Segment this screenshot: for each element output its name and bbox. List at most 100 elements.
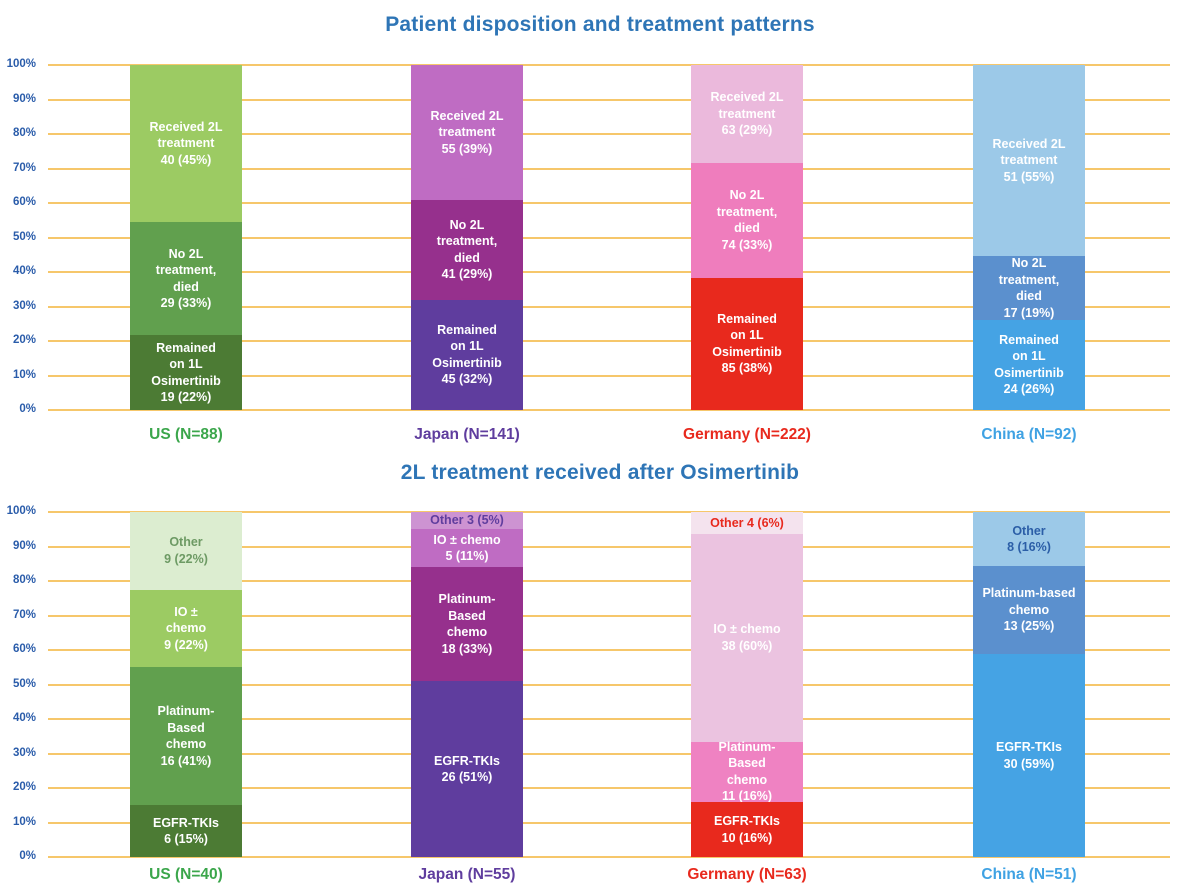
segment-label-line: 63 (29%) [721, 123, 773, 138]
y-axis-tick-label: 30% [12, 299, 36, 312]
segment-label-line: 38 (60%) [721, 638, 773, 653]
gridline-20% [48, 340, 1170, 342]
x-axis-category-label: Japan (N=141) [414, 426, 520, 443]
gridline-70% [48, 614, 1170, 617]
y-axis-tick-label: 90% [12, 539, 36, 552]
y-axis-tick-label: 60% [12, 196, 36, 208]
y-axis-tick-label: 80% [12, 574, 36, 586]
segment-label-line: Other [169, 535, 203, 550]
segment-label-line: treatment [1000, 153, 1058, 168]
segment-label-line: Platinum- [718, 739, 776, 754]
segment-label-line: Osimertinib [712, 344, 782, 359]
segment-label-line: on 1L [169, 357, 203, 372]
y-axis-tick-label: 10% [12, 815, 36, 828]
gridline-80% [48, 580, 1170, 582]
segment-label-line: treatment [718, 106, 776, 121]
gridline-50% [48, 683, 1170, 686]
gridline-60% [48, 202, 1170, 204]
segment-label-line: treatment, [716, 204, 778, 219]
segment-label-line: EGFR-TKIs [153, 815, 219, 830]
y-axis-tick-label: 50% [12, 230, 36, 243]
segment-label-line: 13 (25%) [1003, 619, 1055, 634]
segment-label-line: Other 4 (6%) [710, 515, 784, 530]
chart1-y-axis: 0%10%20%30%40%50%60%70%80%90%100% [0, 58, 42, 415]
y-axis-tick-label: 40% [12, 265, 36, 277]
segment-label-line: EGFR-TKIs [996, 740, 1062, 755]
gridline-70% [48, 167, 1170, 170]
y-axis-tick-label: 20% [12, 781, 36, 793]
segment-label-line: Other 3 (5%) [430, 513, 504, 528]
segment-label-line: No 2L [168, 246, 204, 261]
segment-label-line: Based [448, 608, 486, 623]
gridline-90% [48, 98, 1170, 101]
segment-label-line: 6 (15%) [164, 832, 208, 847]
x-axis-category-label: Germany (N=222) [683, 426, 811, 443]
segment-label-line: 19 (22%) [160, 390, 212, 405]
gridline-40% [48, 718, 1170, 720]
y-axis-tick-label: 70% [12, 161, 36, 174]
segment-label-line: Osimertinib [994, 365, 1064, 380]
segment-label: Other 4 (6%) [710, 515, 784, 532]
y-axis-tick-label: 10% [12, 368, 36, 381]
segment-label-line: 74 (33%) [721, 237, 773, 252]
gridline-100% [48, 511, 1170, 513]
segment-label-line: died [173, 279, 199, 294]
segment-label-line: died [734, 221, 760, 236]
x-axis-category-label: China (N=51) [981, 866, 1077, 883]
segment-label-line: 51 (55%) [1003, 169, 1055, 184]
x-axis-category-label: China (N=92) [981, 426, 1077, 443]
segment-label-line: 18 (33%) [441, 641, 493, 656]
segment-label-line: 55 (39%) [441, 141, 493, 156]
gridline-10% [48, 374, 1170, 377]
gridline-10% [48, 821, 1170, 824]
segment-label-line: Platinum- [438, 592, 496, 607]
gridline-30% [48, 752, 1170, 755]
segment-label-line: 17 (19%) [1003, 305, 1055, 320]
y-axis-tick-label: 20% [12, 334, 36, 346]
segment-label-line: chemo [726, 772, 768, 787]
segment-label-line: Received 2L [149, 119, 223, 134]
segment-label-line: on 1L [450, 339, 484, 354]
segment-label-line: chemo [165, 737, 207, 752]
segment-label-line: died [1016, 289, 1042, 304]
segment-label-line: Remained [717, 311, 777, 326]
gridline-40% [48, 271, 1170, 273]
gridline-20% [48, 787, 1170, 789]
segment-label-line: treatment, [436, 234, 498, 249]
segment-label-line: Remained [437, 322, 497, 337]
bar-segment: EGFR-TKIs 6 (15%) [130, 805, 242, 857]
segment-label-line: 29 (33%) [160, 296, 212, 311]
gridline-0% [48, 409, 1170, 411]
x-axis-category-label: US (N=88) [149, 426, 223, 443]
x-axis-category-label: Germany (N=63) [687, 866, 807, 883]
segment-label-line: 85 (38%) [721, 361, 773, 376]
gridline-80% [48, 133, 1170, 135]
segment-label-line: Received 2L [992, 136, 1066, 151]
segment-label-line: treatment, [998, 272, 1060, 287]
segment-label-line: EGFR-TKIs [714, 814, 780, 829]
x-axis-category-label: Japan (N=55) [418, 866, 516, 883]
segment-label-line: Based [167, 720, 205, 735]
segment-label-line: chemo [1008, 602, 1050, 617]
y-axis-tick-label: 30% [12, 746, 36, 759]
